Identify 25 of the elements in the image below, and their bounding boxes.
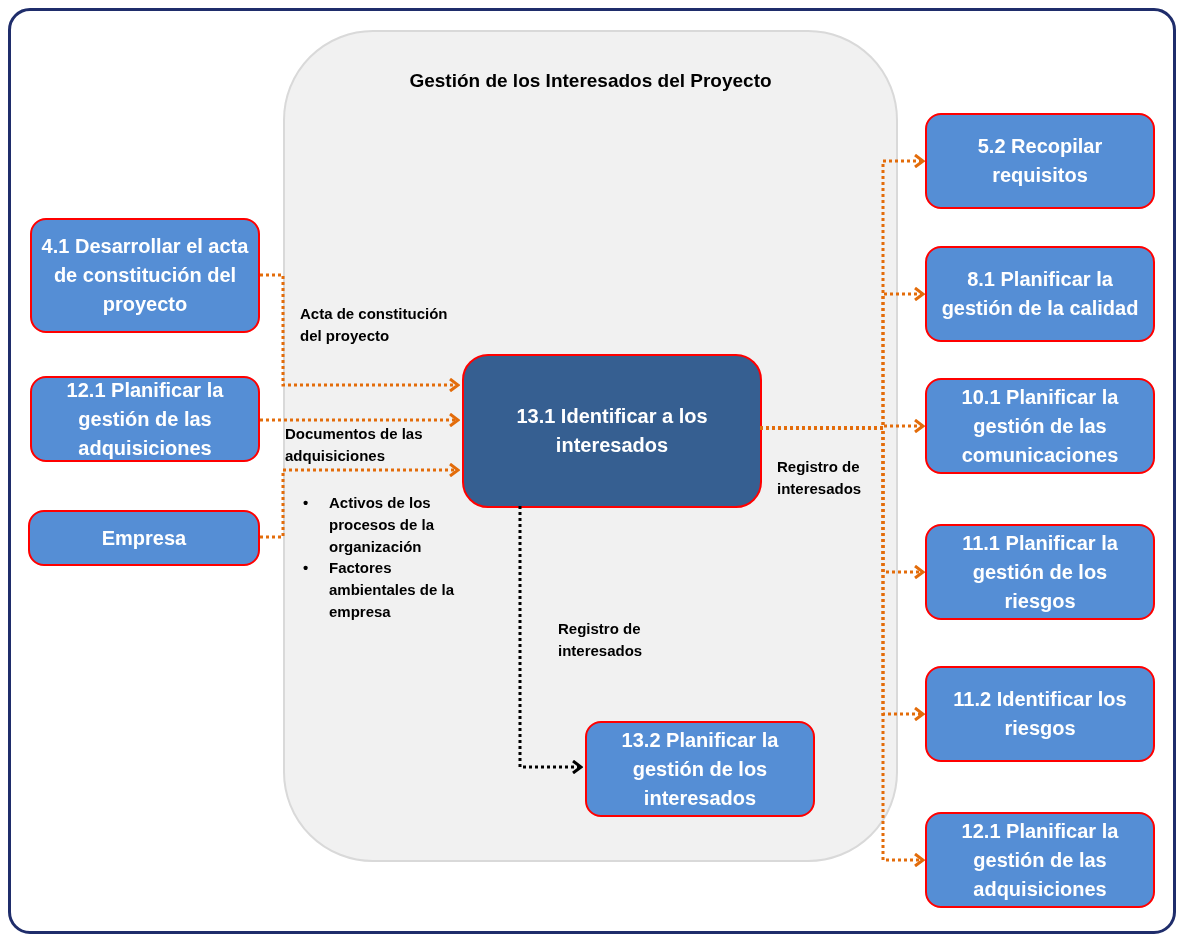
edge-label: Acta de constitución del proyecto (300, 304, 449, 346)
dotted-arrow (260, 273, 460, 393)
panel-title: Gestión de los Interesados del Proyecto (408, 70, 773, 92)
dotted-arrow (518, 506, 583, 775)
edge-label: Registro de interesados (777, 457, 863, 499)
note-text: Factores ambientales de la empresa (329, 558, 456, 622)
process-box: 12.1 Planificar la gestión de las adquisiciones (925, 812, 1155, 908)
process-box: 4.1 Desarrollar el acta de constitución del proyecto (30, 218, 260, 333)
process-box: Empresa (28, 510, 260, 566)
dotted-arrow (260, 412, 460, 428)
bullet-mark: • (303, 493, 310, 513)
process-box: 8.1 Planificar la gestión de la calidad (925, 246, 1155, 342)
note-text: Activos de los procesos de la organización (329, 493, 436, 557)
edge-label: Documentos de las adquisiciones (285, 424, 424, 466)
process-box: 12.1 Planificar la gestión de las adquisiciones (30, 376, 260, 462)
process-box: 5.2 Recopilar requisitos (925, 113, 1155, 209)
process-box: 13.1 Identificar a los interesados (462, 354, 762, 508)
group-panel (283, 30, 898, 862)
bullet-mark: • (303, 558, 310, 579)
process-box: 13.2 Planificar la gestión de los interesados (585, 721, 815, 817)
process-box: 10.1 Planificar la gestión de las comunicaciones (925, 378, 1155, 474)
edge-label: Registro de interesados (558, 619, 644, 661)
process-box: 11.1 Planificar la gestión de los riesgos (925, 524, 1155, 620)
process-box: 11.2 Identificar los riesgos (925, 666, 1155, 762)
dotted-arrow (260, 462, 460, 539)
